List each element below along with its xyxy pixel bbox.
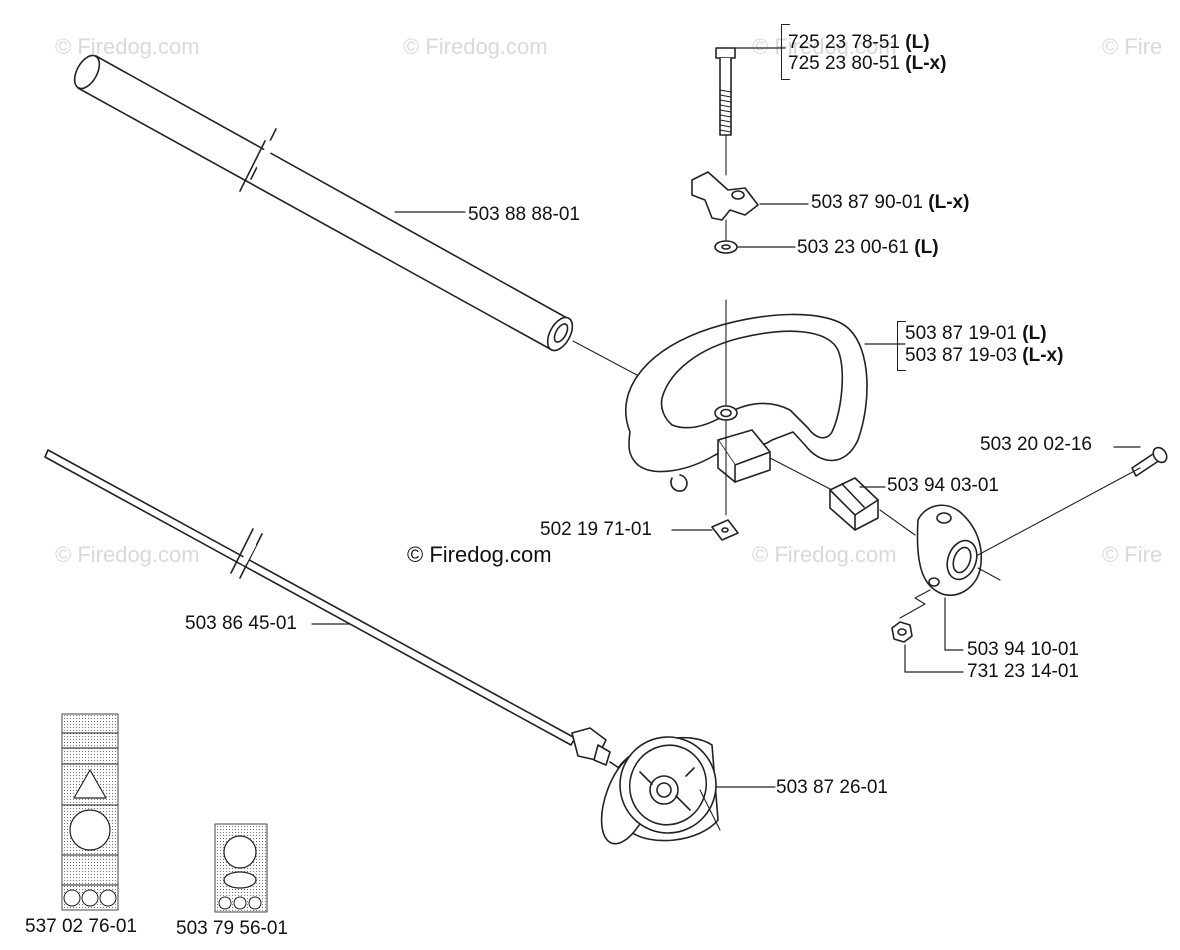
handle-label-lx: 503 87 19-03 (L-x) — [905, 346, 1063, 366]
part-number: 503 94 03-01 — [887, 475, 999, 496]
decal-large-label: 537 02 76-01 — [25, 917, 137, 937]
decal-large-part — [61, 713, 119, 911]
watermark: © Firedog.com — [403, 34, 548, 59]
watermark: © Firedog.com — [752, 542, 897, 567]
tube-part — [73, 54, 651, 383]
variant-suffix: (L-x) — [928, 192, 970, 213]
hex-nut-label: 731 23 14-01 — [967, 662, 1079, 682]
part-number: 725 23 80-51 — [788, 53, 900, 74]
part-number: 503 88 88-01 — [468, 204, 580, 225]
screw-part — [977, 446, 1168, 556]
clamp-block-label: 503 94 03-01 — [887, 476, 999, 496]
part-number: 731 23 14-01 — [967, 661, 1079, 682]
leader-lines — [311, 47, 1141, 788]
wing-knob-part — [691, 171, 759, 241]
tube-label: 503 88 88-01 — [468, 205, 580, 225]
handle-part — [625, 299, 868, 516]
part-number: 537 02 76-01 — [25, 916, 137, 937]
watermark-main: © Firedog.com — [407, 542, 552, 567]
watermark: © Fire — [1102, 34, 1163, 59]
drive-shaft-label: 503 86 45-01 — [185, 614, 297, 634]
part-number: 503 87 19-01 — [905, 323, 1017, 344]
part-number: 502 19 71-01 — [540, 519, 652, 540]
square-nut-part — [711, 519, 739, 541]
hex-nut-part — [891, 621, 913, 643]
bracket-part — [899, 504, 1001, 619]
part-number: 725 23 78-51 — [788, 32, 900, 53]
variant-suffix: (L-x) — [1022, 345, 1064, 366]
label-bracket — [897, 321, 906, 371]
variant-suffix: (L) — [905, 32, 930, 53]
bracket-label: 503 94 10-01 — [967, 640, 1079, 660]
screw-label: 503 20 02-16 — [980, 435, 1092, 455]
part-number: 503 87 26-01 — [776, 777, 888, 798]
decal-small-part — [214, 823, 268, 913]
part-number: 503 87 19-03 — [905, 345, 1017, 366]
part-number: 503 94 10-01 — [967, 639, 1079, 660]
clutch-drum-label: 503 87 26-01 — [776, 778, 888, 798]
square-nut-label: 502 19 71-01 — [540, 520, 652, 540]
part-number: 503 79 56-01 — [176, 918, 288, 939]
watermark: © Fire — [1102, 542, 1163, 567]
handle-label-l: 503 87 19-01 (L) — [905, 324, 1047, 344]
decal-small-label: 503 79 56-01 — [176, 919, 288, 939]
part-number: 503 87 90-01 — [811, 192, 923, 213]
wing-knob-label: 503 87 90-01 (L-x) — [811, 193, 969, 213]
watermark: © Firedog.com — [55, 34, 200, 59]
washer-part — [714, 240, 738, 254]
watermark: © Firedog.com — [752, 34, 897, 59]
bolt-label-lx: 725 23 80-51 (L-x) — [788, 54, 946, 74]
part-number: 503 23 00-61 — [797, 237, 909, 258]
washer-label: 503 23 00-61 (L) — [797, 238, 939, 258]
watermark: © Firedog.com — [55, 542, 200, 567]
variant-suffix: (L) — [1022, 323, 1047, 344]
bolt-part — [715, 47, 736, 176]
bolt-label-l: 725 23 78-51 (L) — [788, 33, 930, 53]
part-number: 503 20 02-16 — [980, 434, 1092, 455]
variant-suffix: (L-x) — [905, 53, 947, 74]
clutch-drum-part — [600, 736, 721, 845]
variant-suffix: (L) — [914, 237, 939, 258]
part-number: 503 86 45-01 — [185, 613, 297, 634]
drive-shaft-part — [44, 449, 623, 771]
clamp-block-part — [769, 457, 916, 536]
label-bracket — [781, 24, 790, 80]
